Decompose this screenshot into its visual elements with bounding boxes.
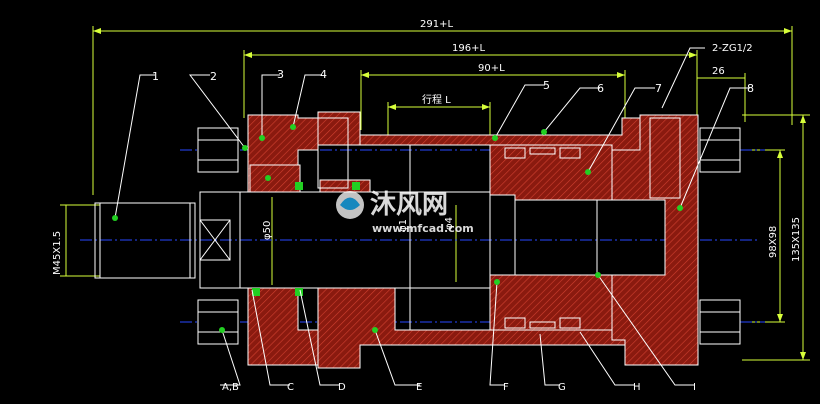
callout-4: 4 <box>320 68 327 81</box>
gland-upper <box>319 179 371 193</box>
dim-body-length: 196+L <box>452 43 485 54</box>
callout-h: H <box>633 382 641 393</box>
callout-7: 7 <box>655 82 662 95</box>
nut-bottom-left <box>197 299 239 345</box>
callout-2: 2 <box>210 70 217 83</box>
nut-bottom-right <box>699 299 741 345</box>
callout-g: G <box>558 382 566 393</box>
callout-leaders <box>114 47 750 386</box>
piston-upper <box>489 144 613 201</box>
callout-dots <box>112 124 683 333</box>
port-right <box>649 117 681 199</box>
dim-thread: M45X1.5 <box>52 231 63 275</box>
watermark: 沐风网 www.mfcad.com <box>336 190 474 235</box>
callout-1: 1 <box>152 70 159 83</box>
callout-6: 6 <box>597 82 604 95</box>
callout-f: F <box>503 382 509 393</box>
nut-top-left <box>197 127 239 173</box>
barrel-lower <box>317 287 626 369</box>
dim-end-offset: 26 <box>712 66 725 77</box>
dimension-arrows <box>93 28 806 360</box>
callout-i: I <box>693 382 696 393</box>
watermark-logo-icon <box>336 191 364 219</box>
threaded-end <box>94 202 196 279</box>
rod-wrench-flats <box>199 219 231 261</box>
seal-housing-upper <box>249 164 301 193</box>
tie-rod-nuts <box>197 127 741 345</box>
watermark-brand: 沐风网 <box>370 190 448 220</box>
callout-e: E <box>416 382 422 393</box>
callout-d: D <box>338 382 346 393</box>
dim-stroke: 行程 L <box>422 93 451 106</box>
dim-rod-dia: φ50 <box>262 221 273 240</box>
nut-top-right <box>699 127 741 173</box>
piston-center-bore <box>514 199 598 276</box>
callout-8: 8 <box>747 82 754 95</box>
barrel-upper <box>317 111 641 151</box>
dim-barrel-length: 90+L <box>478 63 505 74</box>
dim-overall-length: 291+L <box>420 19 453 30</box>
callout-c: C <box>287 382 294 393</box>
dim-bolt-pitch: 98X98 <box>768 226 779 258</box>
watermark-url: www.mfcad.com <box>372 222 474 235</box>
o-ring-seals <box>252 182 360 296</box>
callout-a-b: A,B <box>222 382 239 393</box>
dim-port-spec: 2-ZG1/2 <box>712 43 753 54</box>
dimension-lines <box>60 26 810 361</box>
port-left <box>317 117 349 189</box>
callout-3: 3 <box>277 68 284 81</box>
hatched-sections <box>247 111 699 369</box>
dim-piston-dia: φ1 <box>398 219 409 232</box>
callout-5: 5 <box>543 79 550 92</box>
dim-inner-dia: φ4 <box>444 217 455 230</box>
dim-flange-size: 135X135 <box>791 217 802 262</box>
